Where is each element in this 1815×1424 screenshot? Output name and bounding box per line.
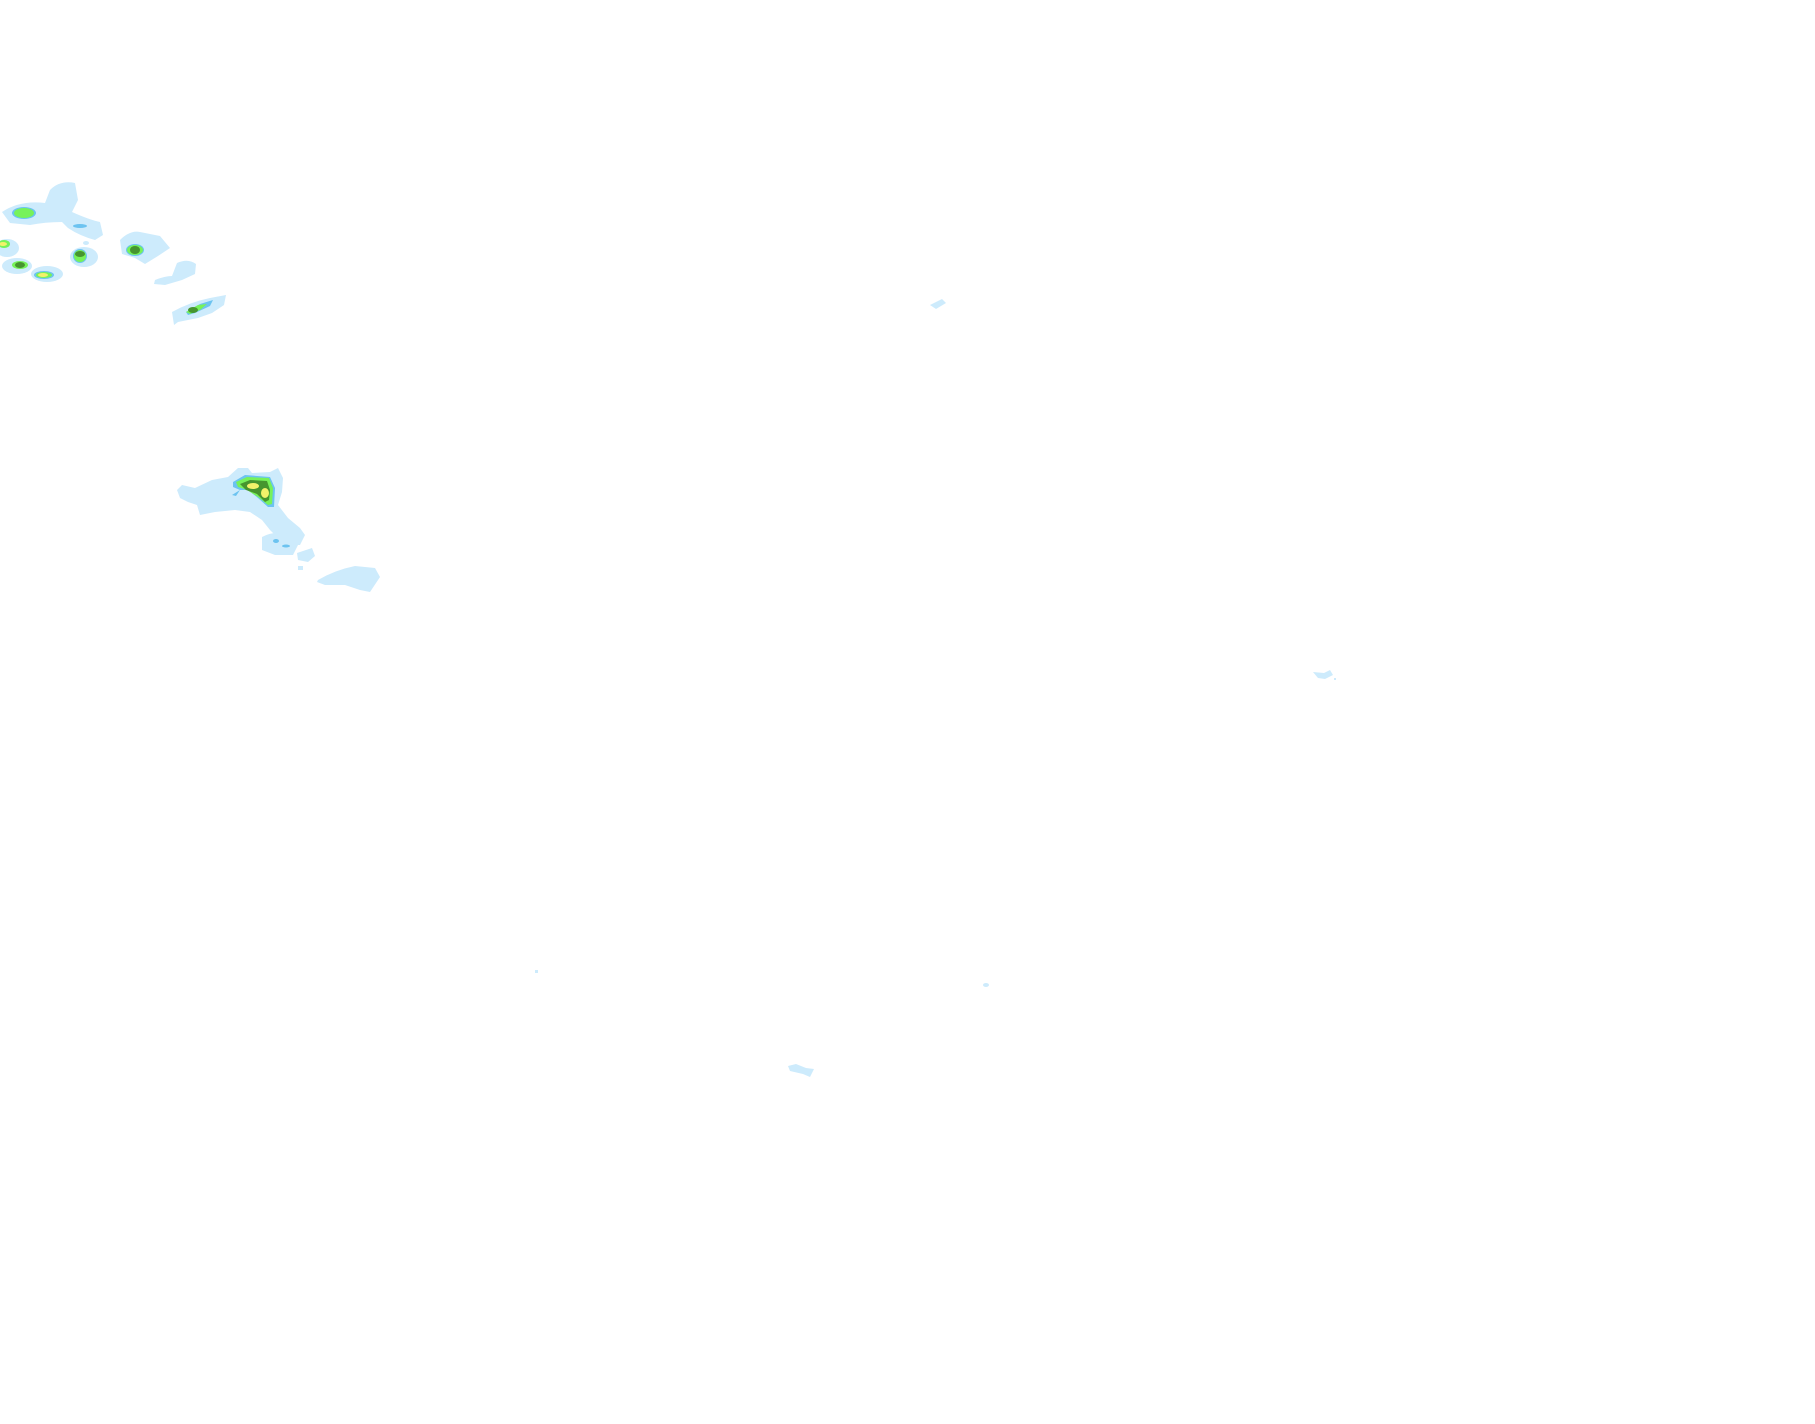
island-group-northwest [0,182,226,325]
island-group-central [177,468,380,592]
scattered-islands [535,299,1336,1077]
